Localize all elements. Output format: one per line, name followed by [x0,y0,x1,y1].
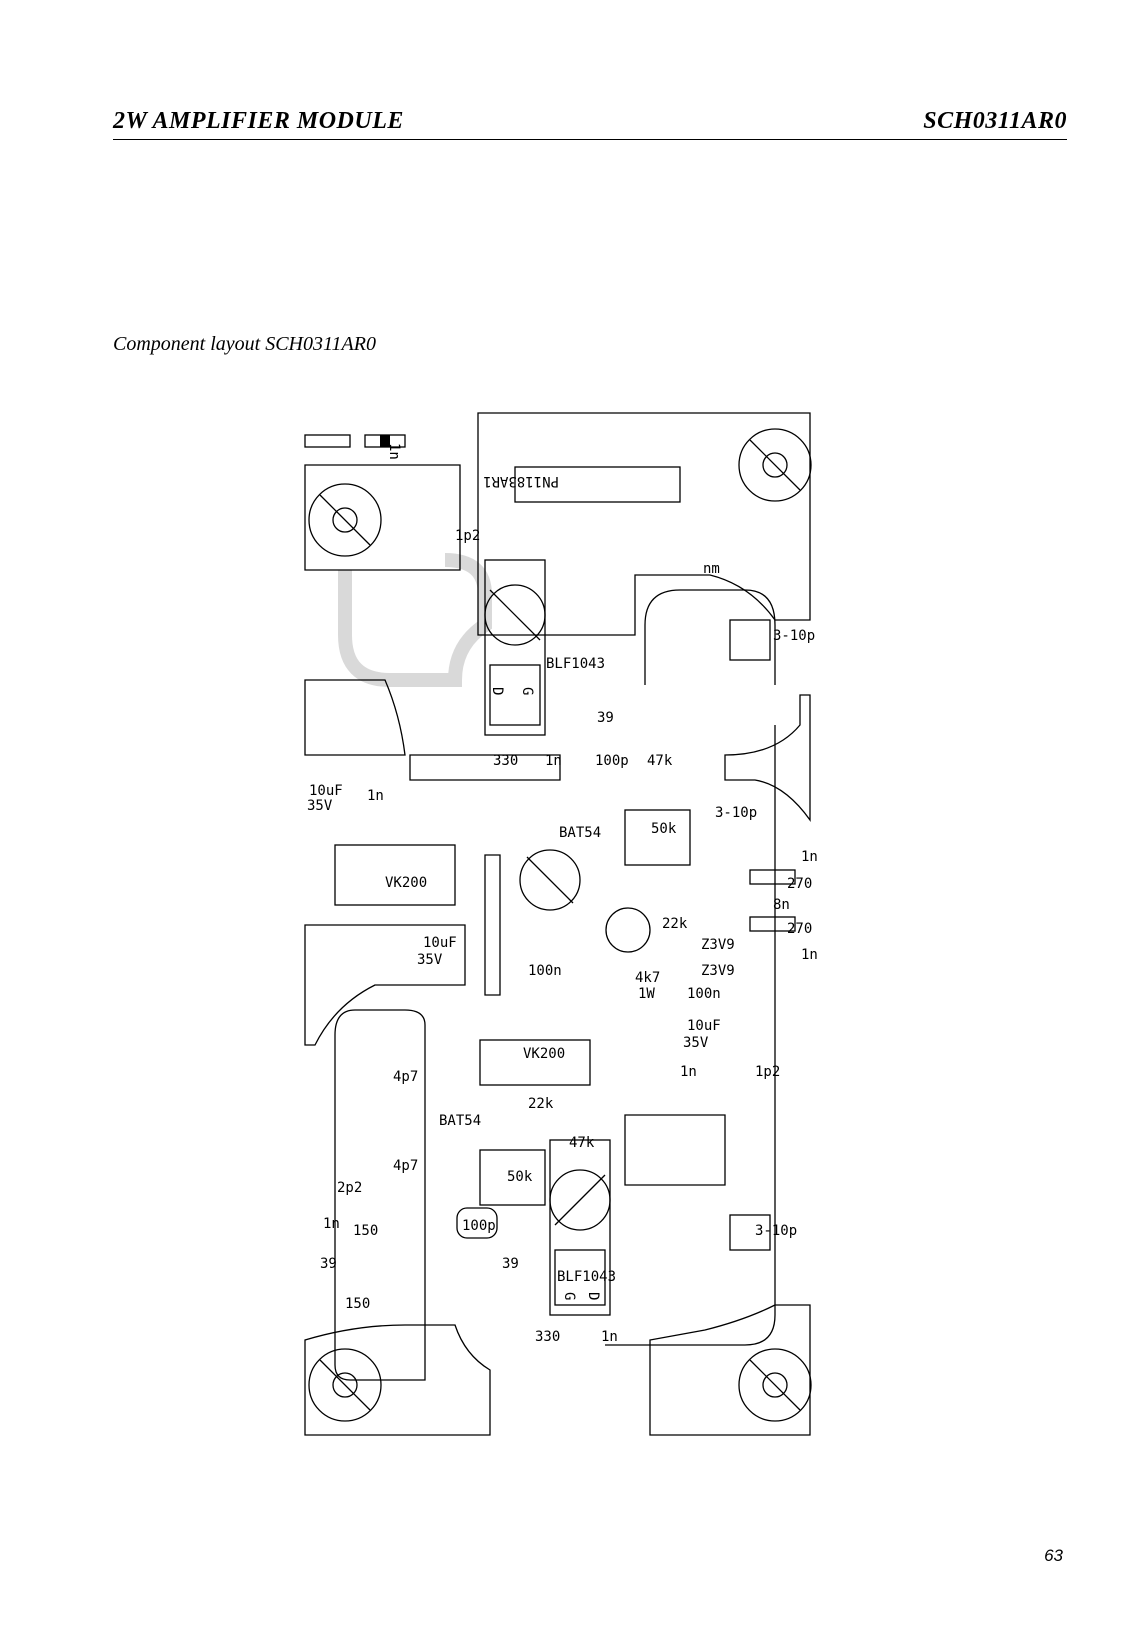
transistor-body-low [549,1139,611,1316]
label-1n-r2: 1n [801,947,818,963]
label-pin-d-low: D [585,1292,601,1300]
label-vk200-a: VK200 [385,875,427,891]
label-4p7-a: 4p7 [393,1069,418,1085]
ground-plane-left-lower [304,924,466,1046]
label-4p7-b: 4p7 [393,1158,418,1174]
label-100n-a: 100n [528,963,562,979]
label-bat54-top: BAT54 [559,825,601,841]
regulator-body-a [334,844,456,906]
label-330-low: 330 [535,1329,560,1345]
trimmer-a [729,619,771,661]
mount-hole-bottom-left [308,1348,382,1422]
label-39-top: 39 [597,710,614,726]
figure-caption: Component layout SCH0311AR0 [113,333,376,355]
label-150-a: 150 [353,1223,378,1239]
label-z3v9-b: Z3V9 [701,963,735,979]
label-1n-left: 1n [367,788,384,804]
pcb-id-box [514,466,681,503]
label-blf1043-top: BLF1043 [546,656,605,672]
label-z3v9-a: Z3V9 [701,937,735,953]
label-22k-low: 22k [528,1096,554,1112]
microstrip-top-left [338,553,492,687]
ground-plane-bottom-left [304,1324,491,1436]
label-35v-c: 35V [683,1035,709,1051]
ground-plane-top-left [304,464,461,571]
label-100n-b: 100n [687,986,721,1002]
label-150-b: 150 [345,1296,370,1312]
label-270-b: 270 [787,921,812,937]
header-code: SCH0311AR0 [923,108,1067,134]
label-pin-d-top: D [489,687,505,695]
label-330-top: 330 [493,753,518,769]
label-47k-low: 47k [569,1135,595,1151]
label-47k-top: 47k [647,753,673,769]
microstrip-top-right [644,589,776,685]
label-10uf-c: 10uF [687,1018,721,1034]
microstrip-right-path [605,725,776,1346]
transistor-body-top [484,559,546,736]
mount-hole-top-right [738,428,812,502]
header-title: 2W AMPLIFIER MODULE [113,108,404,134]
label-50k-low: 50k [507,1169,533,1185]
label-1n-low: 1n [680,1064,697,1080]
trimmer-c [729,1214,771,1251]
label-39-ll: 39 [320,1256,337,1272]
ground-plane-bottom-right [649,1304,811,1436]
mount-hole-top-left [308,483,382,557]
label-blf1043-low: BLF1043 [557,1269,616,1285]
label-1n-ll: 1n [323,1216,340,1232]
label-3-10p-b: 3-10p [715,805,757,821]
label-3-10p-c: 3-10p [755,1223,797,1239]
label-8n: 8n [773,897,790,913]
ground-plane-right-mid [724,694,811,823]
label-2p2: 2p2 [337,1180,362,1196]
trace-bias-top [409,754,561,781]
page-number: 63 [1044,1546,1063,1565]
label-35v-b: 35V [417,952,443,968]
label-1n-r1: 1n [801,849,818,865]
trace-bias-lower [624,1114,726,1186]
pot-50k-top-body [624,809,691,866]
ground-plane-left-mid [304,679,406,756]
label-35v-a: 35V [307,798,333,814]
label-270-a: 270 [787,876,812,892]
label-pin-g-top: G [519,687,535,695]
label-1p2-low: 1p2 [755,1064,780,1080]
label-22k-top: 22k [662,916,688,932]
label-4k7: 4k7 [635,970,660,986]
label-10uf-a: 10uF [309,783,343,799]
header-rule [113,139,1067,140]
trace-centre [484,854,501,996]
label-pin-g-low: G [561,1292,577,1300]
label-vk200-b: VK200 [523,1046,565,1062]
label-3-10p-a: 3-10p [773,628,815,644]
label-1n-mid: 1n [545,753,562,769]
label-39-low: 39 [502,1256,519,1272]
cap-100p-low-body [456,1207,498,1239]
mount-hole-centre [519,849,581,911]
label-10uf-b: 10uF [423,935,457,951]
label-1p2-top: 1p2 [455,528,480,544]
label-1n-top: 1n [386,443,402,460]
label-50k-top: 50k [651,821,677,837]
component-layout-diagram: PN1183AR1 1n 1p2 nm 3-10p BLF1043 D G 39… [304,412,818,1436]
label-nm: nm [703,561,720,577]
regulator-body-b [479,1039,591,1086]
label-1w: 1W [638,986,655,1002]
inductor-coil [605,907,651,953]
ground-plane-top-right [477,412,811,636]
label-100p-top: 100p [595,753,629,769]
mount-hole-bottom-right [738,1348,812,1422]
pcb-id-label: PN1183AR1 [483,473,559,489]
pot-50k-low-body [479,1149,546,1206]
label-1n-bot: 1n [601,1329,618,1345]
label-bat54-low: BAT54 [439,1113,481,1129]
label-100p-low: 100p [462,1218,496,1234]
